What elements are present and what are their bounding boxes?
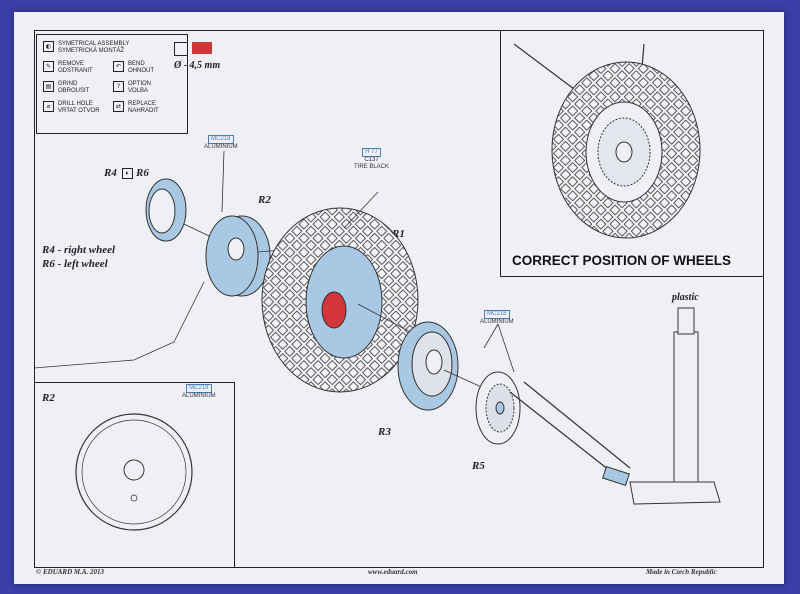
brake-disc-r5: [475, 371, 521, 445]
symmetry-small-icon: ◐: [122, 168, 133, 179]
paint-tire-black: TIRE BLACK: [354, 164, 390, 170]
legend-replace-cz: NAHRADIT: [128, 108, 159, 114]
legend-grind-text: GRIND: [58, 81, 78, 87]
drill-icon: ⌀: [43, 101, 54, 112]
ref-r2: R2: [258, 194, 271, 206]
legend-option-text: OPTION: [128, 81, 152, 87]
ref-r3: R3: [378, 426, 391, 438]
paint-callout-r3: MC218 ALUMINIUM: [480, 310, 514, 326]
paint-aluminium-b: ALUMINIUM: [480, 319, 514, 325]
correct-position-panel: [500, 30, 763, 277]
ref-r5: R5: [472, 460, 485, 472]
bend-icon: ↶: [113, 61, 124, 72]
plastic-label: plastic: [672, 292, 699, 303]
paint-callout-detail: MC218 ALUMINIUM: [182, 384, 216, 400]
callout-line-tire: [343, 191, 379, 229]
rim-r3: [397, 321, 459, 411]
assembly-drawing: [33, 43, 721, 531]
outer-frame: [34, 30, 764, 568]
red-color-swatch: [192, 42, 212, 54]
landing-gear-strut: [509, 307, 721, 505]
part-u-icon: [174, 42, 188, 56]
diameter-note: Ø - 4,5 mm: [174, 60, 221, 71]
r6-left-wheel-note: R6 - left wheel: [42, 258, 108, 270]
legend-remove-cz: ODSTRANIT: [58, 68, 93, 74]
replace-icon: ⇄: [113, 101, 124, 112]
detail-disc-r2: [75, 413, 193, 531]
tire-r1: [261, 207, 419, 393]
remove-icon: ✎: [43, 61, 54, 72]
ref-r2-detail: R2: [42, 392, 55, 404]
paint-callout-r2: MC218 ALUMINIUM: [204, 135, 238, 151]
correct-position-title: CORRECT POSITION OF WHEELS: [512, 253, 732, 268]
symmetry-icon: ◐: [43, 41, 54, 52]
website: www.eduard.com: [368, 568, 418, 576]
legend-grind-cz: OBROUSIT: [58, 88, 90, 94]
paint-aluminium: ALUMINIUM: [204, 144, 238, 150]
callout-line-r2: [221, 150, 225, 213]
paint-code-c137: C137: [364, 157, 379, 163]
detail-panel: [34, 382, 235, 567]
legend-drill-cz: VRTAT OTVOR: [58, 108, 100, 114]
legend-option-cz: VOLBA: [128, 88, 149, 94]
hub-cap-r4-r6: [145, 178, 187, 242]
paint-aluminium-c: ALUMINIUM: [182, 393, 216, 399]
arrow-line-3: [357, 303, 415, 335]
legend-replace-text: REPLACE: [128, 101, 157, 107]
paint-callout-tire: H 77 C137 TIRE BLACK: [354, 148, 389, 171]
legend-remove-text: REMOVE: [58, 61, 85, 67]
legend-drill-text: DRILL HOLE: [58, 101, 93, 107]
legend-symmetrical-cz: SYMETRICKÁ MONTÁŽ: [58, 48, 125, 54]
question-icon: ?: [113, 81, 124, 92]
ref-r4: R4: [104, 167, 117, 179]
legend-symmetrical-text: SYMETRICAL ASSEMBLY: [58, 41, 130, 47]
r4-right-wheel-note: R4 - right wheel: [42, 244, 116, 256]
correct-position-wheel: [513, 43, 701, 239]
callout-line-r3: [483, 323, 515, 373]
copyright: © EDUARD M.A. 2013: [36, 568, 105, 576]
detail-zoom-line: [33, 281, 205, 369]
grind-icon: ▤: [43, 81, 54, 92]
made-in: Made in Czech Republic: [646, 568, 717, 576]
legend-bend-text: BEND: [128, 61, 145, 67]
ref-r6: R6: [136, 167, 149, 179]
wheel-disc-r2: [205, 215, 271, 297]
legend-bend-cz: OHNOUT: [128, 68, 154, 74]
